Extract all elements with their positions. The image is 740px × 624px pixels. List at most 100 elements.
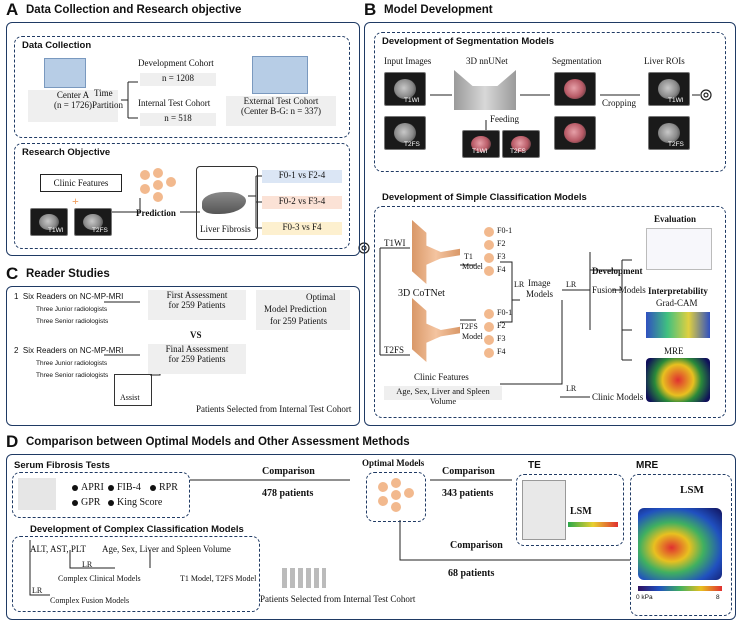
gradcam-label: Grad-CAM [656, 298, 698, 308]
patients-2: 343 patients [442, 488, 494, 499]
mre-maps [646, 358, 710, 402]
roi-t2fs-label: T2FS [668, 141, 684, 148]
objective-join [112, 198, 141, 213]
serum-test-2: RPR [150, 482, 178, 493]
t2fs-label: T2FS [92, 227, 108, 234]
center-a-label: Center A [56, 90, 90, 100]
link-out-circle [700, 89, 712, 101]
task-2: F0-2 vs F3-4 [262, 196, 342, 209]
classification-box [374, 206, 726, 418]
t1wi-label: T1WI [48, 227, 64, 234]
panel-a-title: Data Collection and Research objective [26, 4, 242, 16]
complex-box [12, 536, 260, 612]
panel-b-letter: B [364, 0, 377, 19]
cls-clinic-vars-box: Age, Sex, Liver and Spleen Volume [384, 386, 502, 406]
vs-label-2: VS [190, 330, 202, 340]
cls-t1wi-label: T1WI [384, 238, 406, 248]
t1-model-label-1: T1 [464, 252, 473, 261]
segmentation-box [374, 32, 726, 172]
step-2-badge: 2 Six Readers on NC-MP-MRI [14, 346, 123, 355]
lsm-mre-label: LSM [680, 484, 704, 496]
partition-bracket [121, 81, 138, 119]
first-assessment-1: First Assessment [166, 290, 228, 300]
complex-lr-2: LR [32, 586, 43, 595]
patients-selected-c: Patients Selected from Internal Test Coh… [196, 404, 352, 414]
t2-grade-0: F0-1 [497, 308, 513, 317]
mre-label: MRE [664, 346, 684, 356]
colorbar-max: 8 [716, 594, 720, 601]
task-bracket [248, 175, 262, 229]
liver-rois-label: Liver ROIs [644, 56, 685, 66]
step-1-number: 1 [14, 292, 19, 301]
reader-arrows [104, 301, 140, 356]
comparison-3: Comparison [450, 540, 503, 551]
clinic-models-label: Clinic Models [592, 392, 644, 402]
liver-icon [202, 192, 246, 214]
t1-grade-0: F0-1 [497, 226, 513, 235]
input-t2fs-scan [384, 116, 426, 150]
labs-label: ALT, AST, PLT [30, 544, 87, 554]
optimal-models-box [366, 472, 426, 522]
step-2-label: Six Readers on NC-MP-MRI [22, 346, 124, 355]
cls-clinic-vars: Age, Sex, Liver and Spleen Volume [396, 386, 490, 406]
t2-grade-2: F3 [497, 334, 506, 343]
step-1-label: Six Readers on NC-MP-MRI [22, 292, 124, 301]
external-cohort-label: External Test Cohort [243, 96, 319, 106]
panel-a [6, 22, 360, 256]
seg-t1wi-scan [554, 72, 596, 106]
lr-label-1: LR [514, 280, 525, 289]
panel-b [364, 22, 736, 426]
senior-2: Three Senior radiologists [36, 372, 109, 379]
eval-bracket [612, 259, 632, 361]
serum-test-3: GPR [72, 497, 100, 508]
comparison-arrow-3 [399, 520, 630, 561]
liver-fibrosis-box [196, 166, 258, 240]
input-t1wi-scan [384, 72, 426, 106]
task-3: F0-3 vs F4 [262, 222, 342, 235]
internal-n: n = 518 [164, 113, 192, 123]
comparison-2: Comparison [442, 466, 495, 477]
colorbar-min: 0 kPa [636, 594, 653, 601]
assist-label: Assist [120, 393, 140, 402]
mre-colorbar [638, 586, 722, 591]
cotnet-out [460, 264, 476, 321]
roi-t2fs-scan [648, 116, 690, 150]
junior-1: Three Junior radiologists [36, 306, 108, 313]
patient-group-icon [282, 568, 326, 588]
first-assessment-2: for 259 Patients [168, 300, 226, 310]
senior-1: Three Senior radiologists [36, 318, 109, 325]
patients-selected-d: Patients Selected from Internal Test Coh… [260, 594, 416, 604]
seg-t2fs-scan [554, 116, 596, 150]
serum-test-4: King Score [108, 497, 162, 508]
center-a-n: (n = 1726) [53, 100, 93, 110]
t2fs-model-label-1: T2FS [460, 322, 478, 331]
data-collection-box [14, 36, 350, 138]
mre-stiffness-map [638, 508, 722, 580]
t1wi-thumb [30, 208, 68, 236]
task-1: F0-1 vs F2-4 [262, 170, 342, 183]
optimal-models-label: Optimal Models [362, 458, 425, 468]
classification-title: Development of Simple Classification Mod… [382, 192, 587, 203]
step-2-number: 2 [14, 346, 19, 355]
te-device-icon [522, 480, 566, 540]
external-cohort-box: External Test Cohort (Center B-G: n = 33… [226, 96, 336, 126]
final-assessment-1: Final Assessment [165, 344, 229, 354]
panel-a-letter: A [6, 0, 19, 19]
t1-t2-models-label: T1 Model, T2FS Model [180, 574, 257, 583]
mre-d-box [630, 474, 732, 616]
t2-grade-3: F4 [497, 347, 506, 356]
serum-test-1: FIB-4 [108, 482, 141, 493]
input-images-label: Input Images [384, 56, 432, 66]
center-a-box: Center A (n = 1726) [28, 90, 118, 122]
comparison-1: Comparison [262, 466, 315, 477]
junior-2: Three Junior radiologists [36, 360, 108, 367]
patients-3: 68 patients [448, 568, 495, 579]
image-models-label-2: Models [526, 289, 553, 299]
lr-clinic [500, 300, 563, 385]
gradcam-maps [646, 312, 710, 338]
hospital-a-icon [44, 58, 86, 88]
research-objective-box [14, 143, 350, 249]
research-objective-title: Research Objective [22, 147, 111, 158]
liver-fibrosis-label: Liver Fibrosis [200, 224, 251, 234]
panel-d-title: Comparison between Optimal Models and Ot… [26, 436, 410, 448]
